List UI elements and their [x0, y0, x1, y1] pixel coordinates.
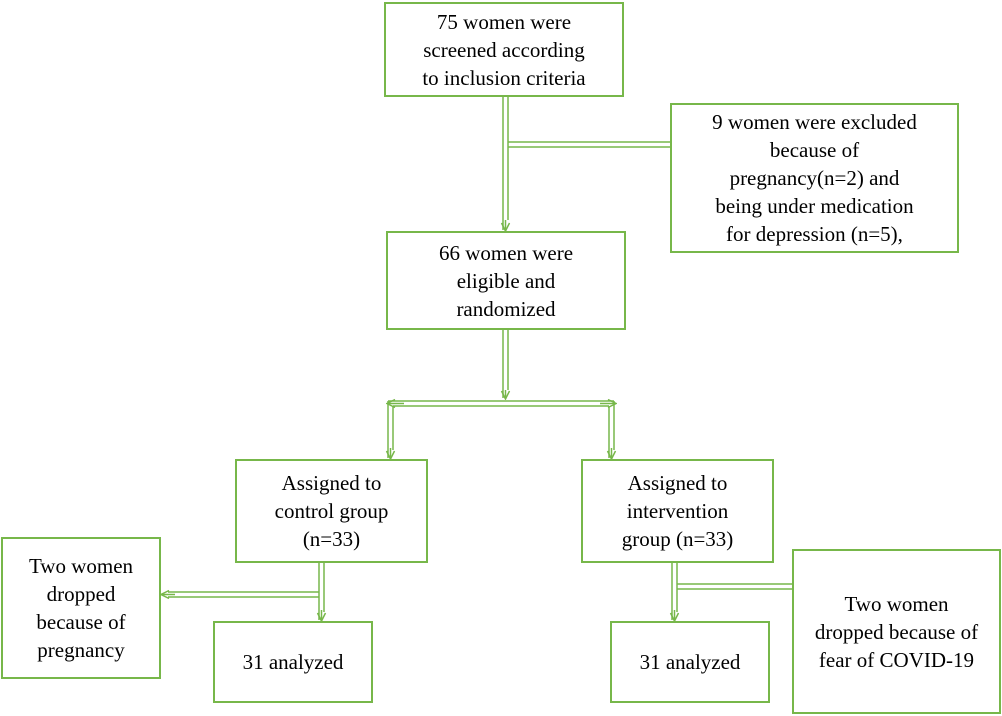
arrow-to-control-dropped [161, 592, 319, 597]
intervention-dropped-box: Two women dropped because of fear of COV… [792, 549, 1001, 714]
arrow-control-to-analyzed [319, 563, 324, 621]
arrow-screened-to-randomized [503, 97, 508, 231]
arrow-to-control-group [388, 401, 393, 459]
arrow-to-intervention-group [609, 401, 614, 459]
excluded-text: 9 women were excluded because of pregnan… [712, 110, 917, 246]
intervention-group-box: Assigned to intervention group (n=33) [581, 459, 774, 563]
arrow-intervention-to-analyzed [672, 563, 677, 621]
intervention-analyzed-box: 31 analyzed [610, 621, 770, 703]
randomized-text: 66 women were eligible and randomized [438, 240, 574, 321]
randomized-box: 66 women were eligible and randomized [386, 231, 626, 330]
control-analyzed-box: 31 analyzed [213, 621, 373, 703]
control-group-box: Assigned to control group (n=33) [235, 459, 428, 563]
intervention-dropped-text: Two women dropped because of fear of COV… [814, 591, 979, 672]
intervention-group-text: Assigned to intervention group (n=33) [621, 471, 734, 551]
control-group-text: Assigned to control group (n=33) [274, 471, 389, 551]
arrow-to-excluded [508, 141, 670, 148]
screened-text: 75 women were screened according to incl… [422, 9, 586, 90]
screened-box: 75 women were screened according to incl… [384, 2, 624, 97]
split-bar [387, 401, 616, 406]
control-dropped-box: Two women dropped because of pregnancy [1, 537, 161, 679]
intervention-analyzed-text: 31 analyzed [639, 650, 741, 674]
excluded-box: 9 women were excluded because of pregnan… [670, 103, 959, 253]
control-analyzed-text: 31 analyzed [242, 650, 344, 674]
arrow-to-intervention-dropped [677, 583, 792, 590]
arrow-randomized-to-split [503, 330, 508, 399]
control-dropped-text: Two women dropped because of pregnancy [28, 554, 134, 662]
